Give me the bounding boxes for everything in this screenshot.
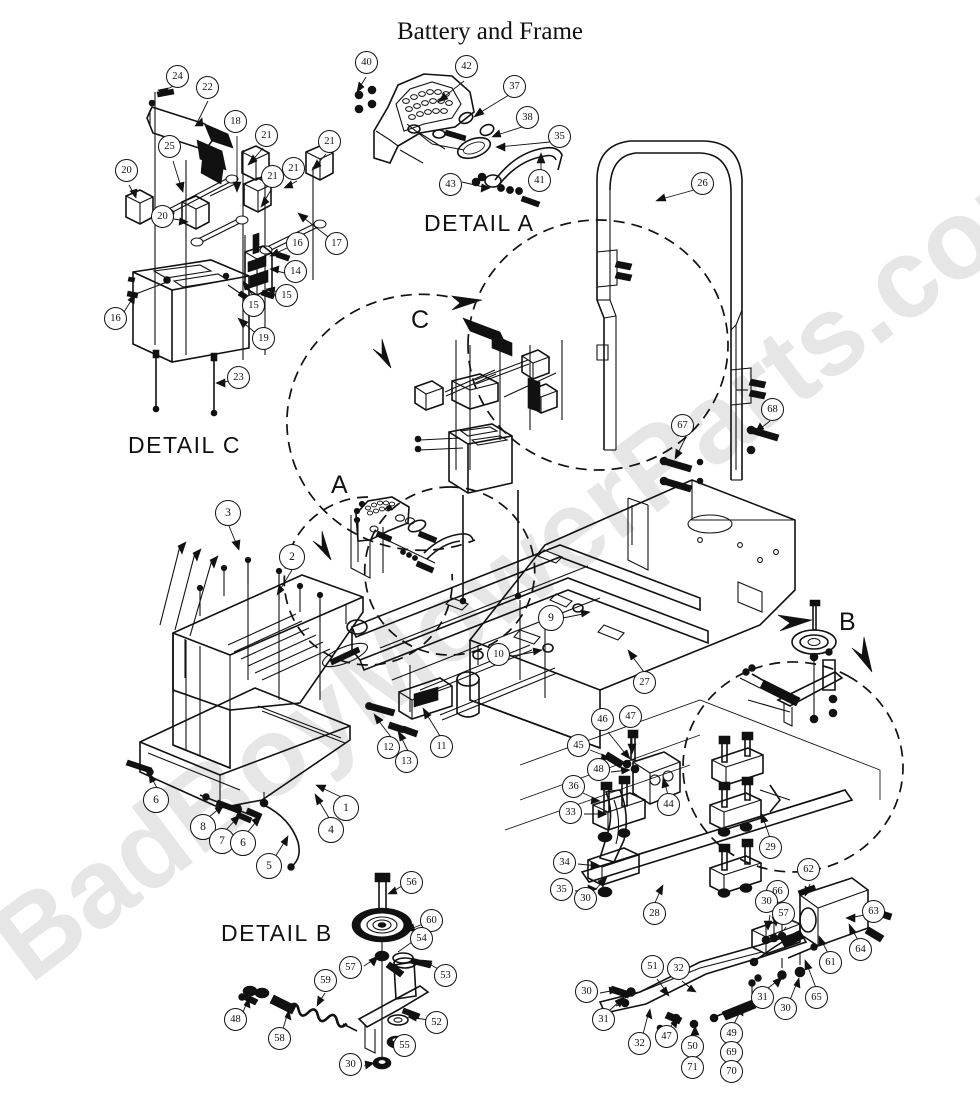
callout-balloon-12[interactable]: 12 xyxy=(377,736,400,759)
callout-balloon-26[interactable]: 26 xyxy=(691,172,714,195)
callout-balloon-21[interactable]: 21 xyxy=(282,157,305,180)
rops-rollbar xyxy=(596,140,780,493)
callout-balloon-30[interactable]: 30 xyxy=(339,1053,362,1076)
callout-balloon-46[interactable]: 46 xyxy=(591,708,614,731)
callout-balloon-57[interactable]: 57 xyxy=(772,902,795,925)
callout-balloon-35[interactable]: 35 xyxy=(550,878,573,901)
callout-balloon-43[interactable]: 43 xyxy=(439,173,462,196)
callout-balloon-48[interactable]: 48 xyxy=(224,1008,247,1031)
callout-balloon-14[interactable]: 14 xyxy=(284,260,307,283)
callout-balloon-58[interactable]: 58 xyxy=(268,1027,291,1050)
footrest-assembly xyxy=(125,541,369,871)
callout-balloon-15[interactable]: 15 xyxy=(242,294,265,317)
callout-balloon-11[interactable]: 11 xyxy=(430,735,453,758)
callout-balloon-30[interactable]: 30 xyxy=(755,890,778,913)
callout-balloon-34[interactable]: 34 xyxy=(553,851,576,874)
callout-balloon-5[interactable]: 5 xyxy=(256,853,282,879)
zoom-bubble-letter-c: C xyxy=(411,306,430,334)
callout-balloon-18[interactable]: 18 xyxy=(224,110,247,133)
callout-balloon-30[interactable]: 30 xyxy=(574,887,597,910)
callout-balloon-6[interactable]: 6 xyxy=(230,830,256,856)
callout-balloon-68[interactable]: 68 xyxy=(761,398,784,421)
callout-balloon-19[interactable]: 19 xyxy=(252,327,275,350)
callout-balloon-20[interactable]: 20 xyxy=(115,159,138,182)
callout-balloon-40[interactable]: 40 xyxy=(355,51,378,74)
callout-balloon-52[interactable]: 52 xyxy=(425,1011,448,1034)
detail-a-zoom-bubble xyxy=(283,486,536,666)
detail-c-label: DETAIL C xyxy=(128,432,241,458)
callout-balloon-50[interactable]: 50 xyxy=(681,1035,704,1058)
detail-c-zoom-bubble xyxy=(286,219,729,605)
page-title: Battery and Frame xyxy=(396,18,584,45)
callout-balloon-42[interactable]: 42 xyxy=(455,55,478,78)
callout-balloon-17[interactable]: 17 xyxy=(325,232,348,255)
detail-a-label: DETAIL A xyxy=(424,210,535,236)
callout-balloon-57[interactable]: 57 xyxy=(339,956,362,979)
callout-balloon-6[interactable]: 6 xyxy=(143,787,169,813)
callout-balloon-35[interactable]: 35 xyxy=(548,125,571,148)
callout-balloon-45[interactable]: 45 xyxy=(567,734,590,757)
callout-balloon-55[interactable]: 55 xyxy=(393,1034,416,1057)
callout-balloon-48[interactable]: 48 xyxy=(587,758,610,781)
callout-balloon-32[interactable]: 32 xyxy=(667,957,690,980)
callout-balloon-31[interactable]: 31 xyxy=(592,1008,615,1031)
callout-balloon-29[interactable]: 29 xyxy=(759,836,782,859)
callout-balloon-33[interactable]: 33 xyxy=(559,801,582,824)
callout-balloon-36[interactable]: 36 xyxy=(562,775,585,798)
callout-balloon-61[interactable]: 61 xyxy=(819,951,842,974)
callout-balloon-15[interactable]: 15 xyxy=(275,284,298,307)
callout-balloon-25[interactable]: 25 xyxy=(158,135,181,158)
callout-balloon-21[interactable]: 21 xyxy=(318,130,341,153)
callout-balloon-9[interactable]: 9 xyxy=(538,605,564,631)
callout-balloon-20[interactable]: 20 xyxy=(151,205,174,228)
leader-lines xyxy=(123,76,866,1070)
callout-balloon-56[interactable]: 56 xyxy=(400,871,423,894)
callout-balloon-51[interactable]: 51 xyxy=(641,955,664,978)
callout-balloon-27[interactable]: 27 xyxy=(633,671,656,694)
callout-balloon-21[interactable]: 21 xyxy=(255,124,278,147)
callout-balloon-70[interactable]: 70 xyxy=(720,1060,743,1083)
callout-balloon-16[interactable]: 16 xyxy=(104,307,127,330)
callout-balloon-24[interactable]: 24 xyxy=(166,65,189,88)
callout-balloon-21[interactable]: 21 xyxy=(261,165,284,188)
callout-balloon-38[interactable]: 38 xyxy=(516,106,539,129)
callout-balloon-37[interactable]: 37 xyxy=(503,75,526,98)
zoom-bubble-letter-b: B xyxy=(839,608,856,636)
callout-balloon-13[interactable]: 13 xyxy=(395,750,418,773)
callout-balloon-64[interactable]: 64 xyxy=(849,938,872,961)
callout-balloon-54[interactable]: 54 xyxy=(410,927,433,950)
callout-balloon-71[interactable]: 71 xyxy=(681,1056,704,1079)
callout-balloon-59[interactable]: 59 xyxy=(314,969,337,992)
callout-balloon-31[interactable]: 31 xyxy=(751,986,774,1009)
callout-balloon-16[interactable]: 16 xyxy=(286,232,309,255)
callout-balloon-22[interactable]: 22 xyxy=(196,76,219,99)
callout-balloon-23[interactable]: 23 xyxy=(227,366,250,389)
callout-balloon-7[interactable]: 7 xyxy=(209,828,235,854)
callout-balloon-53[interactable]: 53 xyxy=(434,964,457,987)
control-linkage xyxy=(504,699,893,1032)
callout-balloon-32[interactable]: 32 xyxy=(628,1032,651,1055)
callout-balloon-47[interactable]: 47 xyxy=(655,1025,678,1048)
callout-balloon-30[interactable]: 30 xyxy=(575,980,598,1003)
callout-balloon-63[interactable]: 63 xyxy=(862,900,885,923)
callout-balloon-65[interactable]: 65 xyxy=(805,986,828,1009)
callout-balloon-60[interactable]: 60 xyxy=(420,909,443,932)
callout-balloon-44[interactable]: 44 xyxy=(657,793,680,816)
callout-balloon-62[interactable]: 62 xyxy=(797,858,820,881)
detail-b-label: DETAIL B xyxy=(221,920,333,946)
callout-balloon-2[interactable]: 2 xyxy=(279,544,305,570)
callout-balloon-30[interactable]: 30 xyxy=(774,997,797,1020)
zoom-bubble-letter-a: A xyxy=(331,471,348,499)
callout-balloon-28[interactable]: 28 xyxy=(643,902,666,925)
callout-balloon-4[interactable]: 4 xyxy=(318,817,344,843)
detail-a-artwork xyxy=(354,73,563,208)
callout-balloon-67[interactable]: 67 xyxy=(671,414,694,437)
callout-balloon-3[interactable]: 3 xyxy=(215,500,241,526)
callout-balloon-41[interactable]: 41 xyxy=(528,169,551,192)
callout-balloon-10[interactable]: 10 xyxy=(487,643,510,666)
callout-balloon-47[interactable]: 47 xyxy=(619,705,642,728)
callout-balloon-1[interactable]: 1 xyxy=(333,795,359,821)
